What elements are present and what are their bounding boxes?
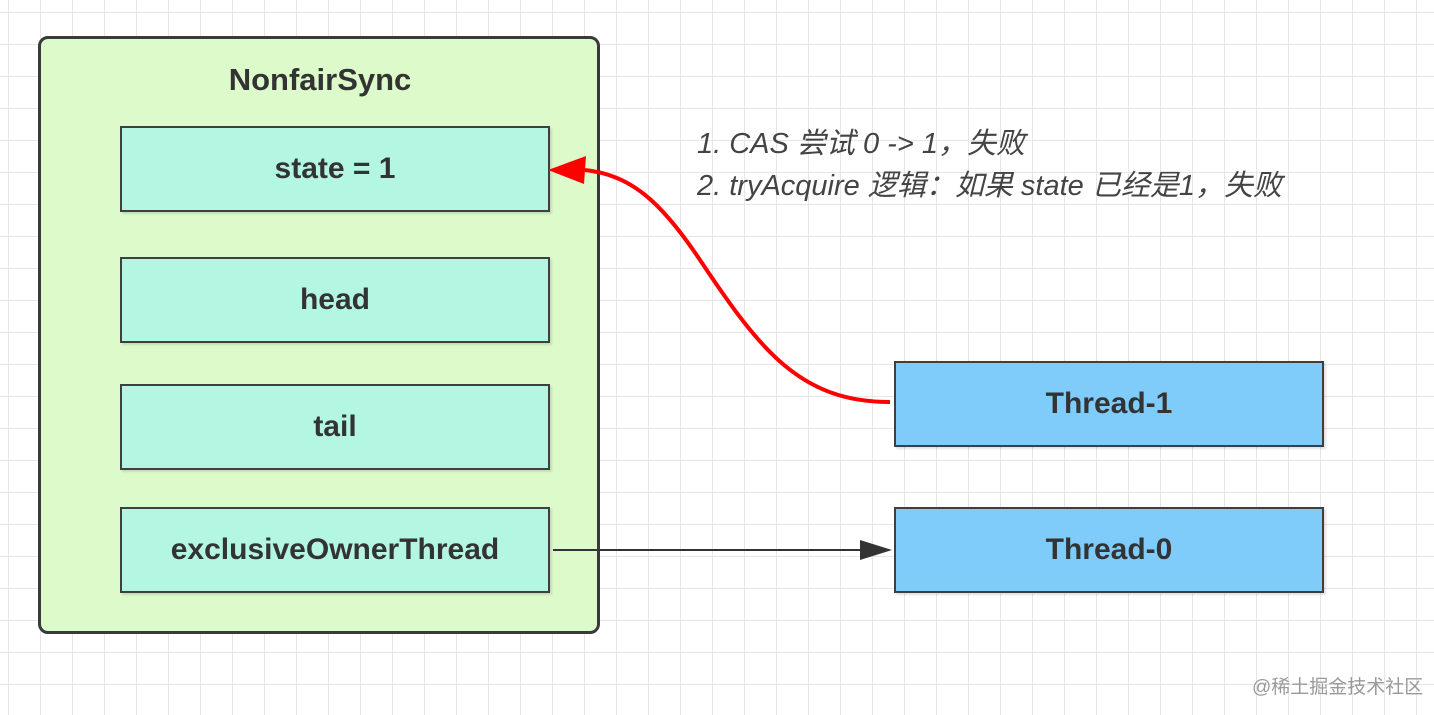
thread-0-box: Thread-0 [894, 507, 1324, 593]
head-field: head [120, 257, 550, 343]
state-field: state = 1 [120, 126, 550, 212]
exclusive-owner-thread-field: exclusiveOwnerThread [120, 507, 550, 593]
tail-field: tail [120, 384, 550, 470]
juejin-watermark: @稀土掘金技术社区 [1252, 677, 1424, 698]
thread-1-box: Thread-1 [894, 361, 1324, 447]
cas-attempt-arrow [584, 168, 891, 404]
owner-arrowhead [860, 540, 892, 560]
cas-attempt-arrowhead [548, 156, 586, 184]
nonfairsync-title: NonfairSync [228, 62, 412, 97]
note-line-1: 1. CAS 尝试 0 -> 1，失败 [697, 128, 1025, 160]
note-line-2: 2. tryAcquire 逻辑：如果 state 已经是1，失败 [697, 170, 1282, 202]
